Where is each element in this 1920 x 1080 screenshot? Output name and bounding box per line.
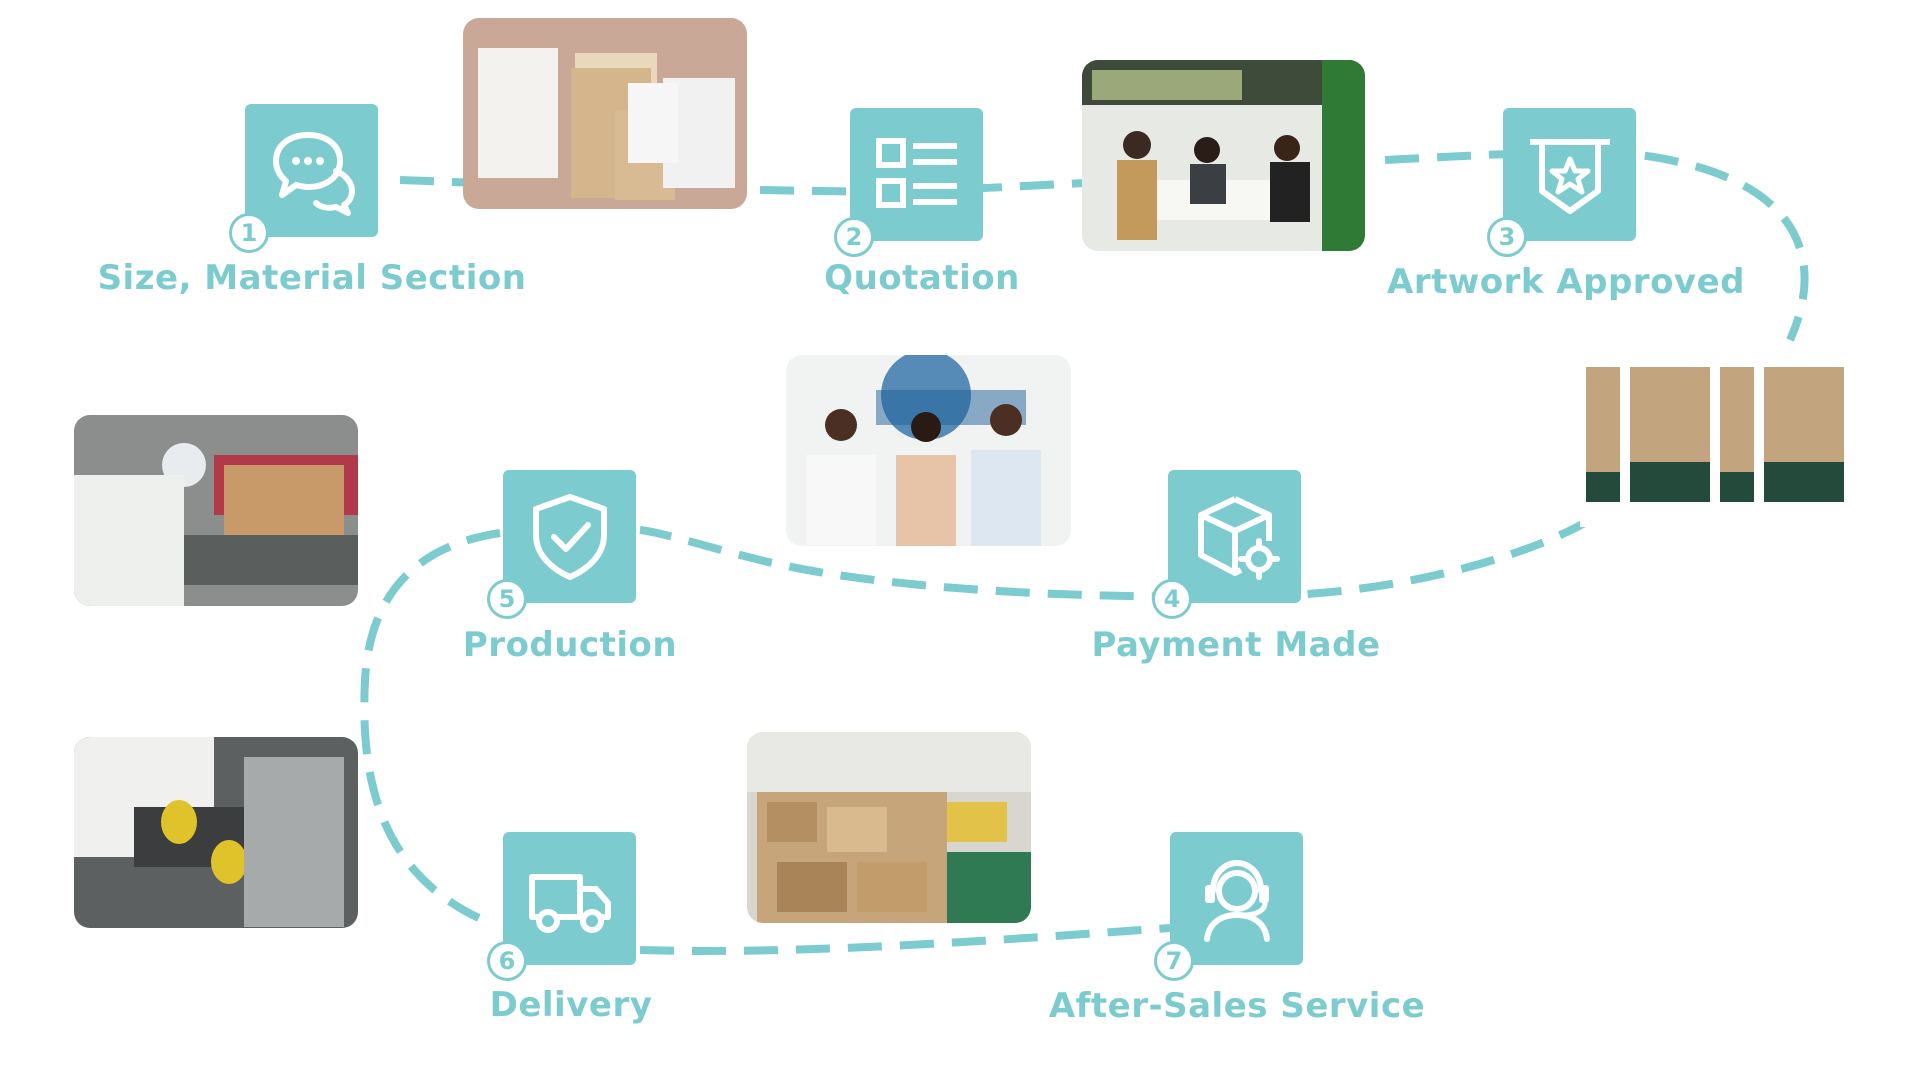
list-icon	[875, 137, 957, 208]
step-number-badge: 1	[229, 213, 269, 253]
chat-bubbles-icon	[272, 131, 355, 216]
step-5-icon-box: 5	[487, 470, 636, 619]
truck-icon	[528, 873, 611, 933]
step-number-badge: 5	[487, 579, 527, 619]
step-number-badge: 3	[1487, 217, 1527, 257]
step-label: Delivery	[489, 985, 653, 1025]
step-label: Quotation	[824, 258, 1020, 298]
photo-trade-show	[1082, 60, 1365, 251]
photo-pouches	[463, 18, 747, 209]
step-label: After-Sales Service	[1048, 986, 1426, 1026]
step-2-icon-box: 2	[834, 108, 983, 257]
step-6-icon-box: 6	[487, 832, 636, 981]
step-label: Size, Material Section	[97, 258, 527, 298]
step-number-badge: 2	[834, 217, 874, 257]
shield-check-icon	[532, 493, 607, 580]
step-3-icon-box: 3	[1487, 108, 1636, 257]
photo-worker-machine	[74, 415, 358, 606]
star-badge-icon	[1529, 138, 1610, 214]
step-4-icon-box: 4	[1152, 470, 1301, 619]
box-gear-icon	[1197, 495, 1280, 580]
step-number-badge: 6	[487, 941, 527, 981]
step-number-badge: 4	[1152, 579, 1192, 619]
photo-machine-rollers	[74, 737, 358, 928]
step-label: Artwork Approved	[1387, 262, 1745, 302]
headset-icon	[1203, 859, 1270, 942]
step-7-icon-box: 7	[1154, 832, 1303, 981]
step-1-icon-box: 1	[229, 104, 378, 253]
step-number-badge: 7	[1154, 941, 1194, 981]
photo-artwork-dieline	[1580, 352, 1850, 527]
step-label: Payment Made	[1091, 625, 1381, 665]
photo-warehouse	[747, 732, 1031, 923]
step-label: Production	[462, 625, 678, 665]
photo-customer-visit	[786, 355, 1071, 546]
